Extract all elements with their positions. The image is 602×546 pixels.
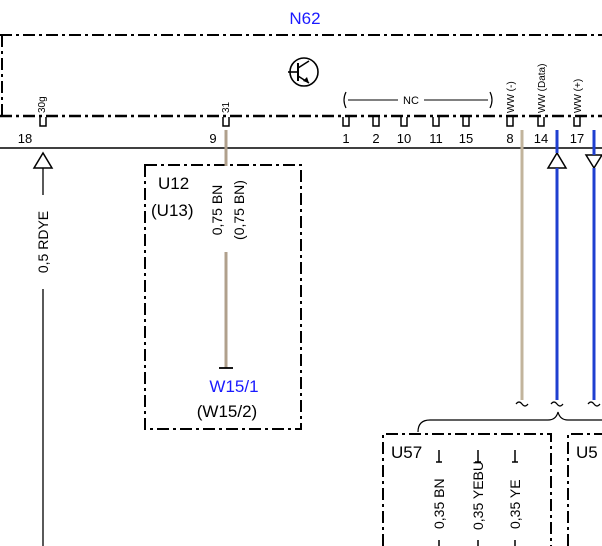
connector-wire-spec: 0,35 BN: [431, 478, 447, 529]
next-connector-id: U5: [576, 443, 598, 462]
pin-number: 2: [372, 131, 379, 146]
ground-box: U12 (U13) 0,75 BN (0,75 BN) W15/1 (W15/2…: [144, 130, 302, 430]
pin-stub: [342, 117, 350, 127]
pin-number: 9: [209, 131, 216, 146]
pin-9: 9 31: [209, 101, 232, 146]
pin-stub: [537, 117, 545, 127]
wire-pin17: [584, 130, 602, 407]
wire-spec-pin18: 0,5 RDYE: [35, 211, 51, 273]
pin-stub: [222, 117, 230, 127]
wire-pin18: 0,5 RDYE: [32, 151, 54, 546]
transistor-icon: [288, 57, 319, 87]
pin-1: 1: [342, 117, 350, 146]
ground-box-alt-id: (U13): [151, 201, 194, 220]
module-title: N62: [289, 9, 320, 28]
pin-stub: [372, 117, 380, 127]
wire-pin8: [515, 130, 529, 407]
pin-number: 11: [429, 131, 443, 146]
pin-number: 1: [342, 131, 349, 146]
connector-wire-spec: 0,35 YE: [507, 479, 523, 529]
ground-box-id: U12: [158, 174, 189, 193]
pin-number: 8: [506, 131, 513, 146]
pin-8: 8 WW (-): [506, 81, 517, 146]
pin-18: 18 30g: [18, 96, 48, 146]
connector-wire-stub: [512, 450, 518, 546]
pin-label: WW (Data): [537, 64, 548, 113]
connector-wire-stub: [436, 450, 442, 546]
pin-stub: [400, 117, 408, 127]
wire-spec-pin9: 0,75 BN: [209, 185, 225, 236]
connector-arrow-icon: [546, 151, 568, 169]
pin-stub: [462, 117, 470, 127]
harness-brace: [417, 411, 602, 433]
connector-arrow-icon: [32, 151, 54, 169]
pin-stub: [573, 117, 581, 127]
pin-number: 10: [397, 131, 411, 146]
pin-number: 15: [459, 131, 473, 146]
connector-box-wires: 0,35 BN 0,35 YEBU 0,35 YE: [431, 450, 523, 546]
pin-label: 31: [221, 101, 232, 113]
pin-14: 14 WW (Data): [534, 64, 548, 146]
pin-15: 15: [459, 117, 473, 146]
pin-number: 17: [570, 131, 584, 146]
connector-box-id: U57: [391, 443, 422, 462]
pin-stub: [432, 117, 440, 127]
connector-arrow-icon: [584, 154, 602, 170]
pin-number: 14: [534, 131, 548, 146]
connector-wire-stub: [475, 450, 481, 546]
pin-number: 18: [18, 131, 32, 146]
wire-pin14: [546, 130, 568, 407]
connector-box: U57 U5 0,35 BN 0,35 YEBU 0,35 YE: [382, 433, 602, 546]
pin-stub: [39, 117, 47, 127]
pin-label: WW (-): [506, 81, 517, 113]
nc-label: NC: [403, 95, 419, 107]
nc-bracket: NC: [343, 91, 493, 109]
wire-spec-pin9-alt: (0,75 BN): [231, 180, 247, 240]
pin-11: 11: [429, 117, 443, 146]
ground-point-alt: (W15/2): [197, 402, 257, 421]
pin-label: WW (+): [573, 79, 584, 113]
pin-17: 17 WW (+): [570, 79, 584, 146]
pin-label: 30g: [37, 96, 48, 113]
pin-2: 2: [372, 117, 380, 146]
connector-wire-spec: 0,35 YEBU: [470, 461, 486, 530]
pin-10: 10: [397, 117, 411, 146]
pin-layer: 18 30g 9 31 1 2 10 11 15 8 WW (-) 14 WW (Data) 17 WW (…: [18, 64, 584, 146]
pin-stub: [506, 117, 514, 127]
ground-point: W15/1: [209, 377, 258, 396]
